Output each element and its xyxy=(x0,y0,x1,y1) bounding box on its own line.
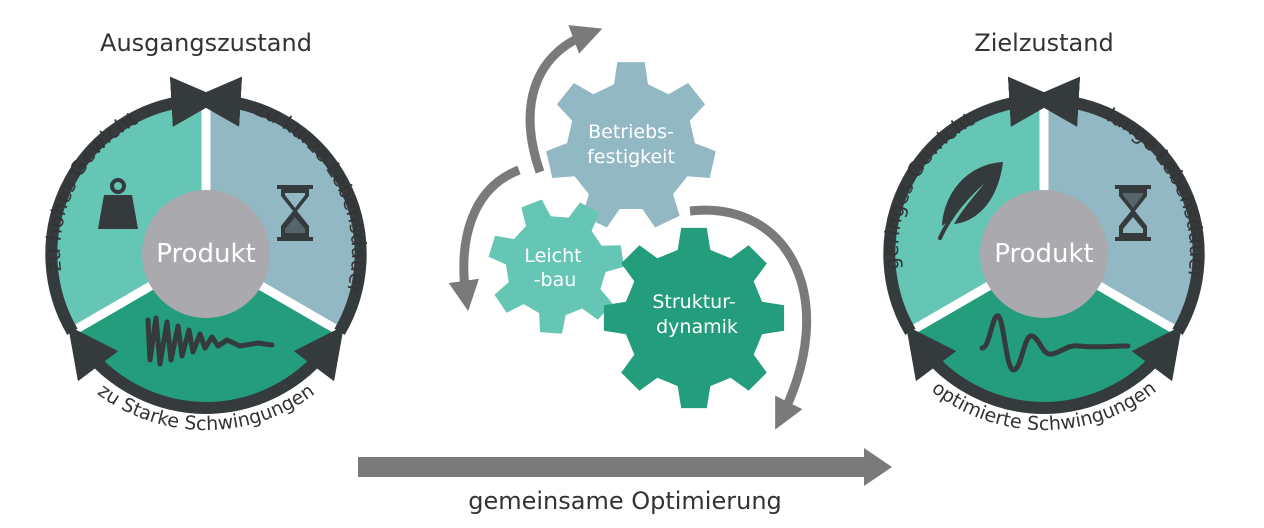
right-arrow-life xyxy=(1028,76,1205,335)
left-arrow-weight xyxy=(45,76,222,335)
gear-struktur-line2: dynamik xyxy=(656,316,738,338)
gear-leicht-line2: -bau xyxy=(534,269,577,291)
gear-struktur-line1: Struktur- xyxy=(652,291,735,313)
gear-leicht-line1: Leicht xyxy=(524,245,581,267)
gear-betrieb-line1: Betriebs- xyxy=(588,121,674,143)
right-center-label: Produkt xyxy=(994,239,1093,269)
gear-arrow-right xyxy=(689,205,811,430)
left-arrow-vibration-a xyxy=(68,325,207,414)
right-title: Zielzustand xyxy=(974,29,1113,57)
left-center-circle xyxy=(142,190,270,318)
hourglass-icon xyxy=(1115,185,1151,241)
left-cycle: zu hohes Gewicht zu kurze Lebensdauer zu… xyxy=(41,29,371,435)
optimization-arrow xyxy=(358,448,892,486)
gear-arrow-left xyxy=(448,165,521,312)
hourglass-icon xyxy=(277,185,313,241)
gear-strukturdynamik xyxy=(603,227,785,409)
gear-cycle-arrows xyxy=(448,25,811,430)
right-arrow-vibration-b xyxy=(1043,325,1182,414)
feather-icon xyxy=(938,162,1003,240)
right-arrow-vibration-a xyxy=(906,325,1045,414)
left-center-label: Produkt xyxy=(156,239,255,269)
oscillation-icon xyxy=(145,315,275,367)
right-center-circle xyxy=(980,190,1108,318)
left-arrow-vibration-b xyxy=(205,325,344,414)
weight-icon xyxy=(98,178,138,229)
gear-betriebsfestigkeit xyxy=(546,62,716,228)
right-cycle: geringes Gewicht lange Lebensdauer optim… xyxy=(879,29,1209,435)
left-title: Ausgangszustand xyxy=(100,29,312,57)
gear-leichtbau xyxy=(488,199,624,334)
damped-oscillation-icon xyxy=(979,313,1131,373)
optimization-label: gemeinsame Optimierung xyxy=(468,487,782,515)
right-arrow-weight xyxy=(883,76,1060,335)
gear-betrieb-line2: festigkeit xyxy=(587,146,675,168)
left-arrow-life xyxy=(190,76,367,335)
gear-arrow-top xyxy=(525,25,603,174)
